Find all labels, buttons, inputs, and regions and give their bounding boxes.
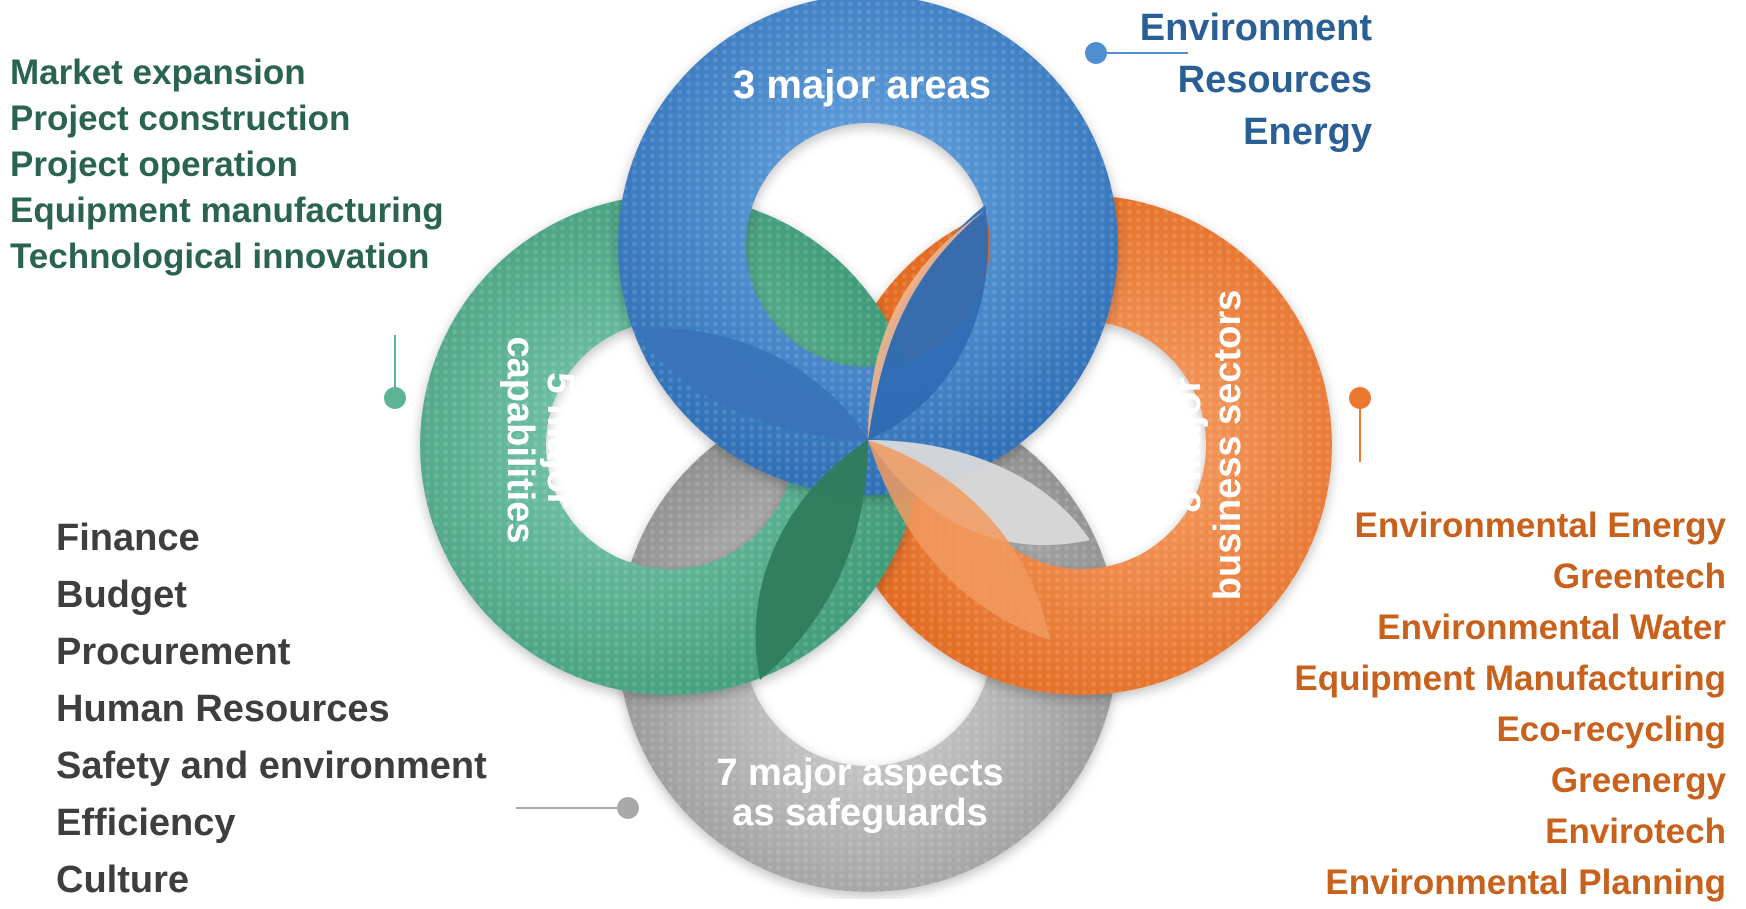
label-8-major-line2: business sectors (1207, 290, 1249, 600)
connector-green (384, 335, 406, 409)
sector-item: Environmental Planning (1325, 863, 1726, 902)
capability-item: Technological innovation (10, 237, 430, 276)
label-5-major-line2: capabilities (499, 337, 541, 544)
areas-list: Environment Resources Energy (1140, 2, 1372, 158)
petal-blue (868, 205, 989, 440)
business-sectors-list: Environmental Energy Greentech Environme… (1294, 500, 1726, 908)
sector-item: Environmental Water (1377, 608, 1726, 647)
safeguard-item: Safety and environment (56, 745, 487, 787)
sector-item: Greentech (1552, 557, 1726, 596)
petal-peach (868, 210, 985, 440)
connector-gray (516, 797, 639, 819)
safeguard-item: Procurement (56, 631, 291, 673)
area-item: Energy (1243, 111, 1372, 153)
safeguard-item: Finance (56, 517, 200, 559)
safeguard-item: Budget (56, 574, 187, 616)
connector-orange (1349, 387, 1371, 462)
sector-item: Envirotech (1545, 812, 1726, 851)
label-5-major-line1: 5 major (539, 372, 581, 507)
petal-orange (868, 440, 1050, 640)
safeguard-item: Efficiency (56, 802, 236, 844)
area-item: Resources (1177, 59, 1372, 101)
safeguard-item: Human Resources (56, 688, 390, 730)
petal-darkblue (635, 328, 868, 440)
sector-item: Greenergy (1550, 761, 1726, 800)
label-7-major-line2: as safeguards (732, 792, 988, 834)
sector-item: Eco-recycling (1496, 710, 1726, 749)
safeguard-item: Culture (56, 859, 189, 901)
capability-item: Equipment manufacturing (10, 191, 444, 230)
petal-darkgreen (755, 440, 868, 680)
label-8-major-line1: 8 major (1167, 377, 1209, 512)
area-item: Environment (1139, 7, 1372, 49)
connector-blue (1085, 42, 1188, 64)
safeguards-list: Finance Budget Procurement Human Resourc… (56, 510, 487, 909)
sector-item: Equipment Manufacturing (1294, 659, 1726, 698)
sector-item: Environmental Energy (1354, 506, 1726, 545)
capabilities-list: Market expansion Project construction Pr… (10, 50, 444, 280)
capability-item: Project construction (10, 99, 351, 138)
label-3-major-areas: 3 major areas (733, 63, 991, 107)
capability-item: Market expansion (10, 53, 306, 92)
center-pinwheel (635, 205, 1090, 680)
capability-item: Project operation (10, 145, 298, 184)
label-7-major-line1: 7 major aspects (716, 752, 1003, 794)
